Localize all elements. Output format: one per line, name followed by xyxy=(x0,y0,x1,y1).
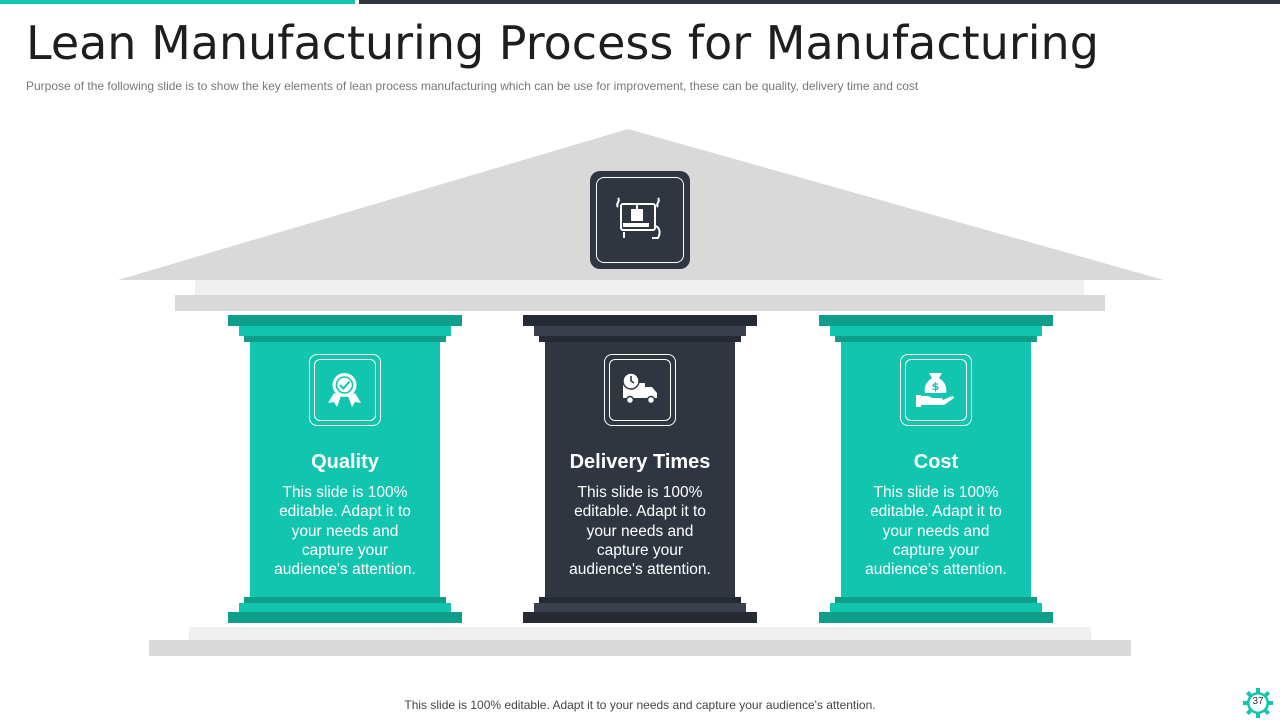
svg-text:$: $ xyxy=(932,380,940,393)
money-bag-hand-icon: $ xyxy=(916,373,954,407)
page-title: Lean Manufacturing Process for Manufactu… xyxy=(26,16,1099,70)
pillar-title: Delivery Times xyxy=(569,451,711,473)
page-subtitle: Purpose of the following slide is to sho… xyxy=(26,79,919,93)
gear-icon xyxy=(1243,688,1273,718)
footer-note: This slide is 100% editable. Adapt it to… xyxy=(404,698,876,712)
pillar-cost: $ Cost This slide is 100% editable. Adap… xyxy=(819,315,1053,623)
pillar-description: This slide is 100% editable. Adapt it to… xyxy=(274,484,416,579)
delivery-truck-clock-icon xyxy=(622,372,657,405)
pillar-description: This slide is 100% editable. Adapt it to… xyxy=(865,484,1007,579)
pillar-delivery-times: Delivery Times This slide is 100% editab… xyxy=(523,315,757,623)
delivery-icon-box xyxy=(604,354,676,426)
manufacturing-process-icon xyxy=(616,197,661,239)
roof-band-lower xyxy=(175,295,1105,311)
page-number-badge: 37 xyxy=(1243,688,1273,718)
roof-band-upper xyxy=(195,280,1084,295)
pillar-title: Quality xyxy=(311,451,379,473)
pillar-description: This slide is 100% editable. Adapt it to… xyxy=(569,484,711,579)
award-ribbon-icon xyxy=(328,373,361,407)
temple-floor-upper xyxy=(189,627,1091,640)
temple-floor-lower xyxy=(149,640,1131,656)
top-accent-bar-teal xyxy=(0,0,355,4)
roof-icon-box xyxy=(590,171,690,269)
pillar-quality: Quality This slide is 100% editable. Ada… xyxy=(228,315,462,623)
top-accent-bar-dark xyxy=(359,0,1280,4)
page-number: 37 xyxy=(1252,696,1264,707)
quality-icon-box xyxy=(309,354,381,426)
pillar-title: Cost xyxy=(913,451,959,473)
cost-icon-box: $ xyxy=(900,354,972,426)
